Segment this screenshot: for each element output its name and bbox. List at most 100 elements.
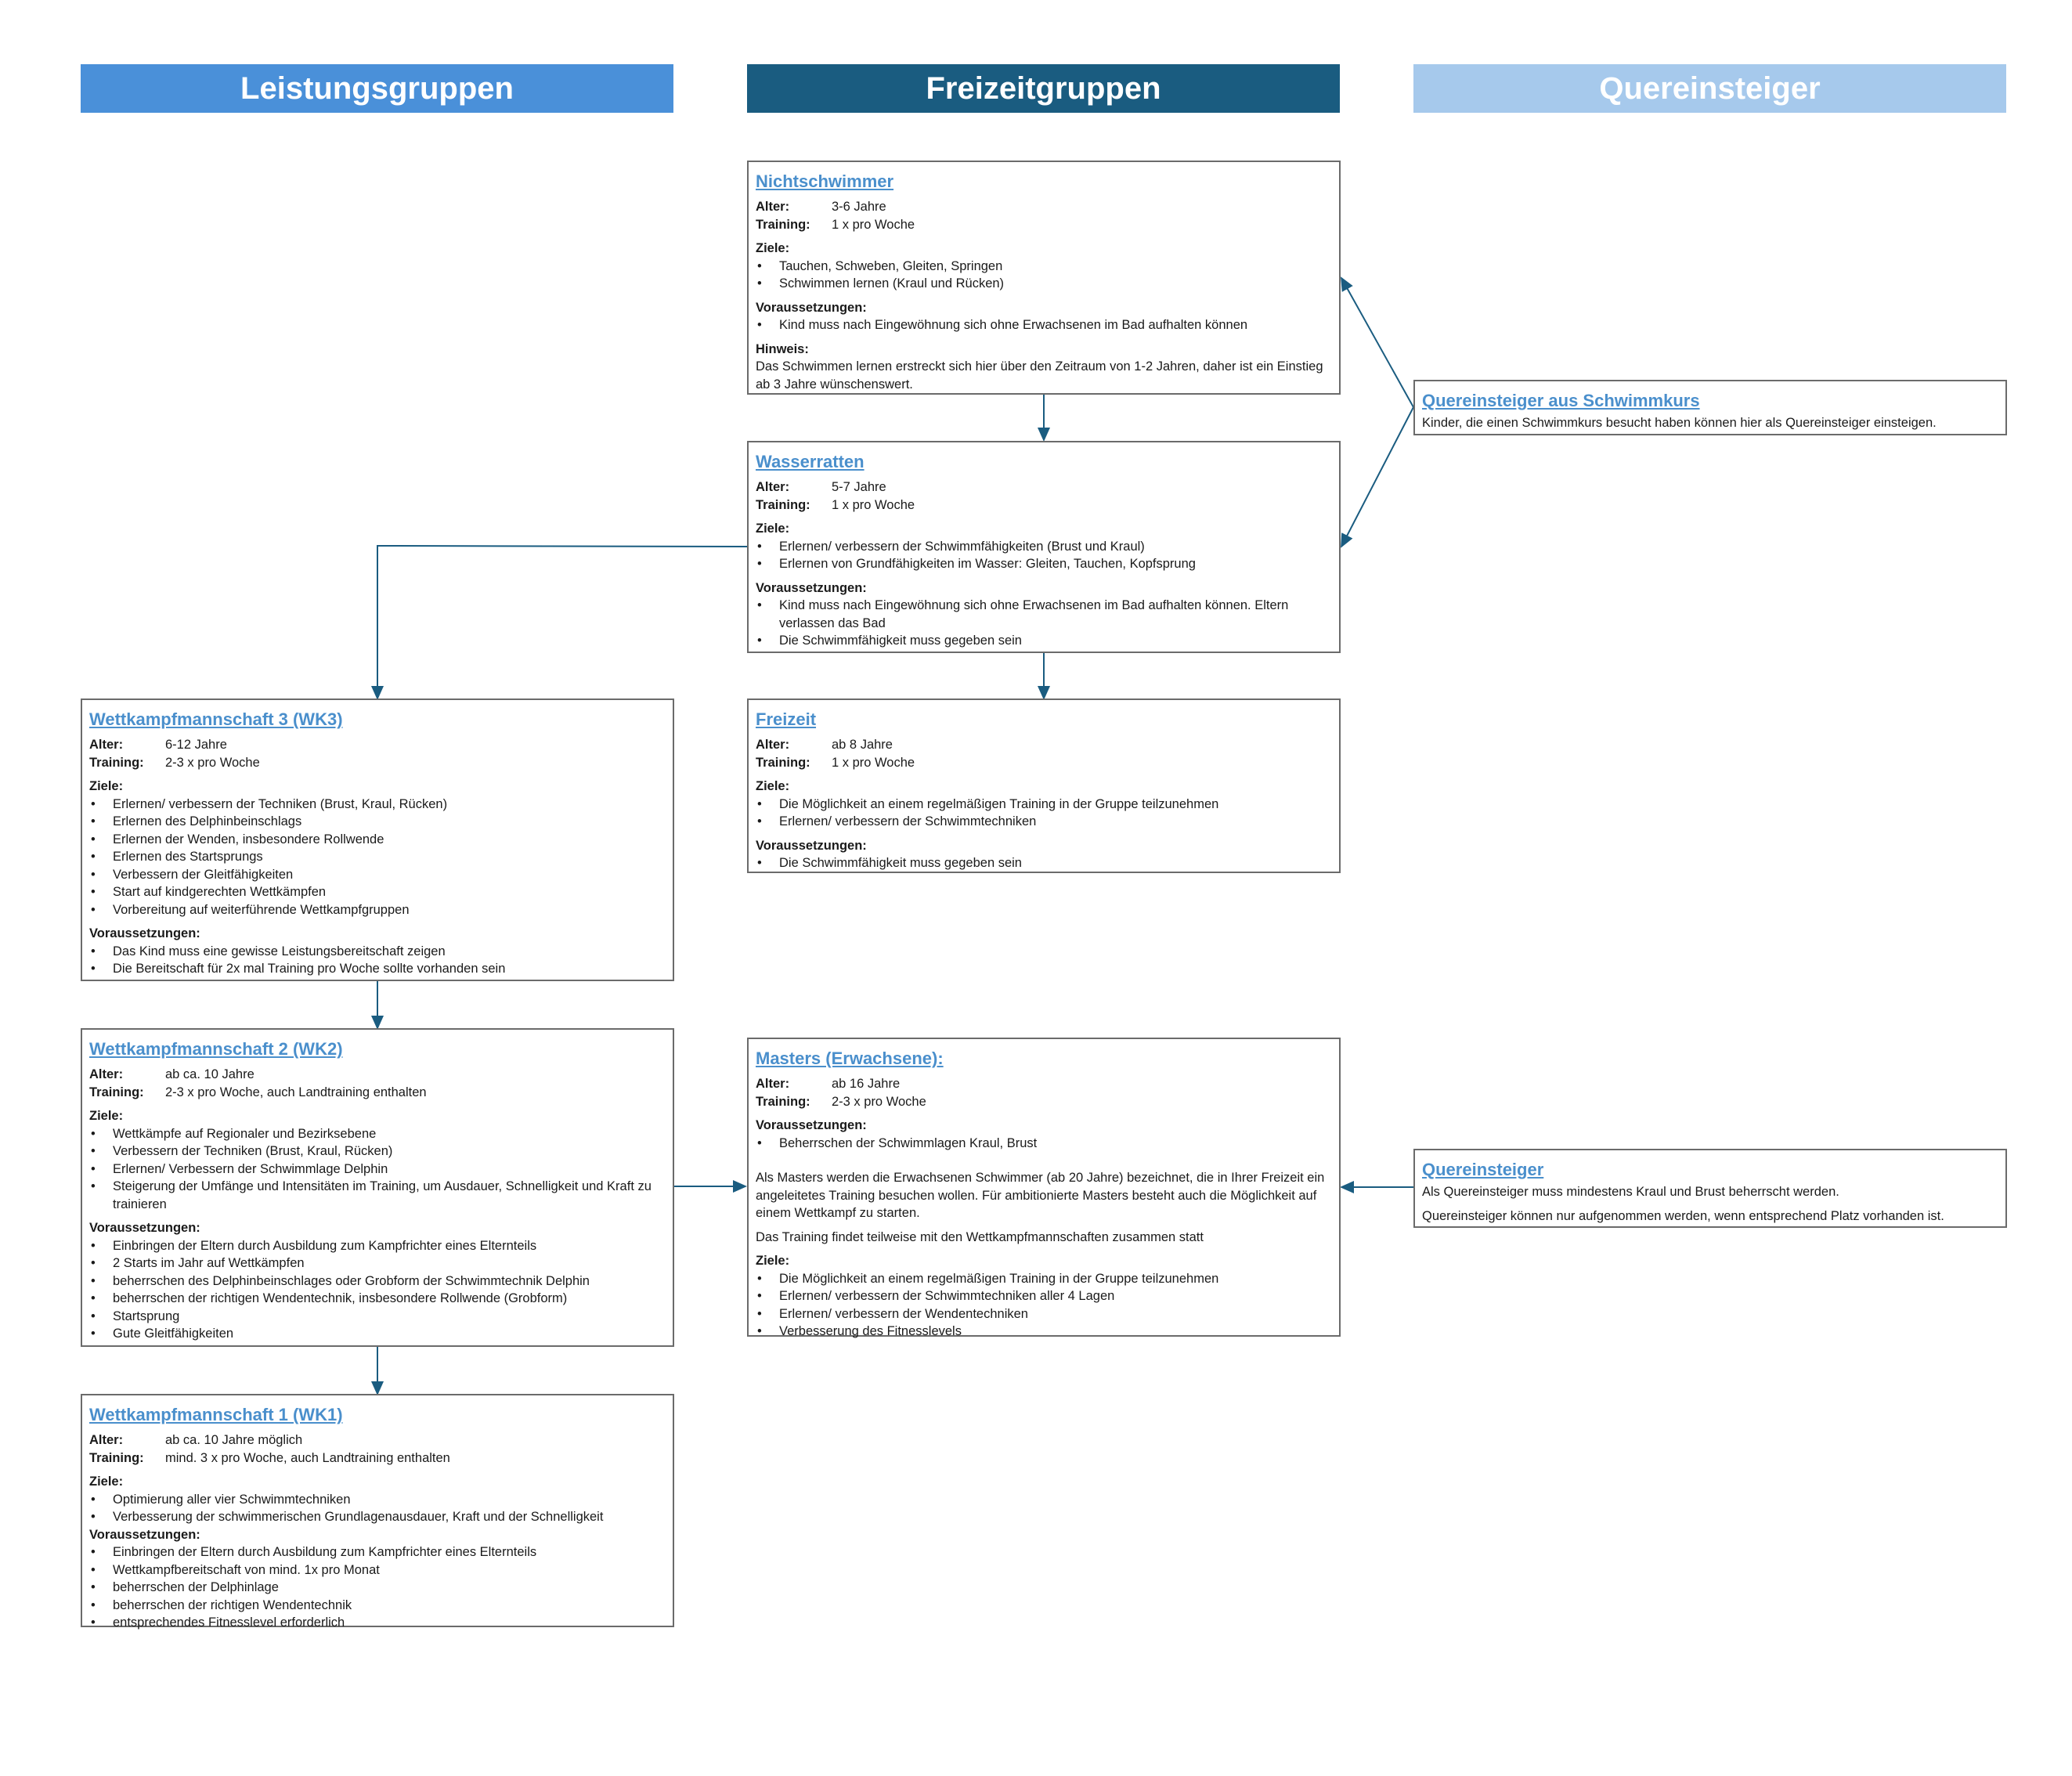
- header-freizeitgruppen: Freizeitgruppen: [747, 64, 1340, 113]
- ziel-item: Erlernen/ Verbessern der Schwimmlage Del…: [89, 1161, 665, 1179]
- voraussetzung-item: Wettkampfbereitschaft von mind. 1x pro M…: [89, 1561, 665, 1579]
- ziele-label: Ziele:: [756, 241, 790, 255]
- alter-label: Alter:: [89, 1067, 124, 1081]
- box-wasserratten: Wasserratten Alter:5-7 Jahre Training:1 …: [747, 441, 1341, 653]
- training-value: 1 x pro Woche: [832, 497, 915, 512]
- voraussetzung-item: Die Schwimmfähigkeit muss gegeben sein: [756, 632, 1331, 650]
- alter-value: ab 16 Jahre: [832, 1077, 901, 1091]
- alter-label: Alter:: [756, 1077, 790, 1091]
- alter-value: 3-6 Jahre: [832, 200, 886, 214]
- quereinsteiger-note: Quereinsteiger können nur aufgenommen we…: [1422, 1208, 1944, 1223]
- ziel-item: Erlernen/ verbessern der Wendentechniken: [756, 1305, 1331, 1323]
- ziele-label: Ziele:: [756, 522, 790, 536]
- alter-value: ab 8 Jahre: [832, 738, 893, 752]
- alter-label: Alter:: [89, 1433, 124, 1447]
- voraussetzungen-label: Voraussetzungen:: [89, 1221, 200, 1235]
- voraussetzung-item: Kind muss nach Eingewöhnung sich ohne Er…: [756, 316, 1331, 334]
- training-value: 1 x pro Woche: [832, 217, 915, 232]
- voraussetzung-item: beherrschen des Delphinbeinschlages oder…: [89, 1272, 665, 1290]
- alter-value: 6-12 Jahre: [165, 738, 227, 752]
- voraussetzung-item: 2 Starts im Jahr auf Wettkämpfen: [89, 1254, 665, 1272]
- ziel-item: Erlernen/ verbessern der Schwimmfähigkei…: [756, 538, 1331, 556]
- box-masters: Masters (Erwachsene): Alter:ab 16 Jahre …: [747, 1038, 1341, 1340]
- ziel-item: Optimierung aller vier Schwimmtechniken: [89, 1491, 665, 1509]
- header-leistungsgruppen: Leistungsgruppen: [81, 64, 673, 113]
- alter-value: ab ca. 10 Jahre möglich: [165, 1433, 303, 1447]
- ziel-item: Erlernen/ verbessern der Techniken (Brus…: [89, 796, 665, 814]
- box-quereinsteiger-schwimmkurs: Quereinsteiger aus Schwimmkurs Kinder, d…: [1413, 380, 2007, 435]
- ziel-item: Steigerung der Umfänge und Intensitäten …: [89, 1178, 665, 1213]
- ziel-item: Erlernen von Grundfähigkeiten im Wasser:…: [756, 555, 1331, 573]
- box-wk3: Wettkampfmannschaft 3 (WK3) Alter:6-12 J…: [81, 698, 674, 981]
- title-wk1[interactable]: Wettkampfmannschaft 1 (WK1): [89, 1405, 343, 1424]
- voraussetzungen-label: Voraussetzungen:: [756, 300, 867, 315]
- training-label: Training:: [756, 755, 810, 770]
- header-quereinsteiger: Quereinsteiger: [1413, 64, 2006, 113]
- alter-value: ab ca. 10 Jahre: [165, 1067, 254, 1081]
- voraussetzung-item: beherrschen der richtigen Wendentechnik,…: [89, 1290, 665, 1308]
- ziel-item: Verbessern der Techniken (Brust, Kraul, …: [89, 1142, 665, 1161]
- training-value: 1 x pro Woche: [832, 755, 915, 770]
- title-freizeit[interactable]: Freizeit: [756, 709, 817, 729]
- voraussetzungen-label: Voraussetzungen:: [756, 838, 867, 853]
- ziel-item: Erlernen/ verbessern der Schwimmtechnike…: [756, 813, 1331, 831]
- alter-label: Alter:: [756, 200, 790, 214]
- box-freizeit: Freizeit Alter:ab 8 Jahre Training:1 x p…: [747, 698, 1341, 873]
- voraussetzung-item: Das Kind muss eine gewisse Leistungsbere…: [89, 943, 665, 961]
- ziele-label: Ziele:: [756, 779, 790, 793]
- hinweis-label: Hinweis:: [756, 341, 809, 356]
- training-label: Training:: [89, 1085, 144, 1099]
- voraussetzung-item: Gute Gleitfähigkeiten: [89, 1325, 665, 1343]
- ziel-item: Erlernen des Startsprungs: [89, 848, 665, 866]
- voraussetzung-item: Die Bereitschaft für 2x mal Training pro…: [89, 960, 665, 978]
- voraussetzungen-label: Voraussetzungen:: [756, 580, 867, 595]
- box-nichtschwimmer: Nichtschwimmer Alter:3-6 Jahre Training:…: [747, 161, 1341, 395]
- voraussetzung-item: Die Schwimmfähigkeit muss gegeben sein: [756, 854, 1331, 872]
- ziel-item: Tauchen, Schweben, Gleiten, Springen: [756, 258, 1331, 276]
- quereinsteiger-requirement: Als Quereinsteiger muss mindestens Kraul…: [1422, 1185, 1839, 1199]
- ziel-item: Erlernen des Delphinbeinschlags: [89, 813, 665, 831]
- voraussetzung-item: Einbringen der Eltern durch Ausbildung z…: [89, 1543, 665, 1561]
- title-quereinsteiger-schwimmkurs[interactable]: Quereinsteiger aus Schwimmkurs: [1422, 391, 1700, 410]
- voraussetzung-item: beherrschen der Delphinlage: [89, 1579, 665, 1597]
- ziel-item: Start auf kindgerechten Wettkämpfen: [89, 883, 665, 901]
- title-wk2[interactable]: Wettkampfmannschaft 2 (WK2): [89, 1039, 343, 1059]
- box-wk2: Wettkampfmannschaft 2 (WK2) Alter: ab ca.…: [81, 1028, 674, 1347]
- masters-note: Das Training findet teilweise mit den We…: [756, 1229, 1204, 1244]
- ziel-item: Vorbereitung auf weiterführende Wettkamp…: [89, 901, 665, 919]
- title-quereinsteiger[interactable]: Quereinsteiger: [1422, 1160, 1544, 1179]
- box-quereinsteiger: Quereinsteiger Als Quereinsteiger muss m…: [1413, 1149, 2007, 1228]
- ziel-item: Die Möglichkeit an einem regelmäßigen Tr…: [756, 1270, 1331, 1288]
- voraussetzung-item: beherrschen der richtigen Wendentechnik: [89, 1597, 665, 1615]
- training-label: Training:: [756, 497, 810, 512]
- voraussetzung-item: Kind muss nach Eingewöhnung sich ohne Er…: [756, 597, 1331, 632]
- title-wasserratten[interactable]: Wasserratten: [756, 452, 865, 471]
- ziel-item: Verbessern der Gleitfähigkeiten: [89, 866, 665, 884]
- masters-description: Als Masters werden die Erwachsenen Schwi…: [756, 1171, 1325, 1220]
- training-label: Training:: [89, 755, 144, 770]
- training-label: Training:: [756, 1094, 810, 1109]
- training-value: 2-3 x pro Woche: [832, 1094, 926, 1109]
- voraussetzung-item: entsprechendes Fitnesslevel erforderlich: [89, 1614, 665, 1632]
- title-masters[interactable]: Masters (Erwachsene):: [756, 1049, 944, 1068]
- ziel-item: Die Möglichkeit an einem regelmäßigen Tr…: [756, 796, 1331, 814]
- training-value: mind. 3 x pro Woche, auch Landtraining e…: [165, 1450, 450, 1465]
- ziele-label: Ziele:: [756, 1254, 790, 1268]
- title-wk3[interactable]: Wettkampfmannschaft 3 (WK3): [89, 709, 343, 729]
- ziel-item: Erlernen/ verbessern der Schwimmtechnike…: [756, 1287, 1331, 1305]
- title-nichtschwimmer[interactable]: Nichtschwimmer: [756, 171, 894, 191]
- ziel-item: Verbesserung der schwimmerischen Grundla…: [89, 1508, 665, 1526]
- voraussetzungen-label: Voraussetzungen:: [756, 1118, 867, 1132]
- voraussetzung-item: Beherrschen der Schwimmlagen Kraul, Brus…: [756, 1135, 1331, 1153]
- hinweis-text: Das Schwimmen lernen erstreckt sich hier…: [756, 359, 1323, 392]
- ziel-item: Erlernen der Wenden, insbesondere Rollwe…: [89, 831, 665, 849]
- training-label: Training:: [89, 1450, 144, 1465]
- alter-label: Alter:: [756, 480, 790, 494]
- ziel-item: Schwimmen lernen (Kraul und Rücken): [756, 275, 1331, 293]
- voraussetzungen-label: Voraussetzungen:: [89, 926, 200, 940]
- arrow-schwimmkurs-to-wasserratten: [1341, 406, 1414, 548]
- arrow-schwimmkurs-to-nichtschwimmer: [1341, 276, 1414, 408]
- voraussetzung-item: Startsprung: [89, 1308, 665, 1326]
- voraussetzungen-label: Voraussetzungen:: [89, 1527, 200, 1542]
- ziele-label: Ziele:: [89, 1475, 124, 1489]
